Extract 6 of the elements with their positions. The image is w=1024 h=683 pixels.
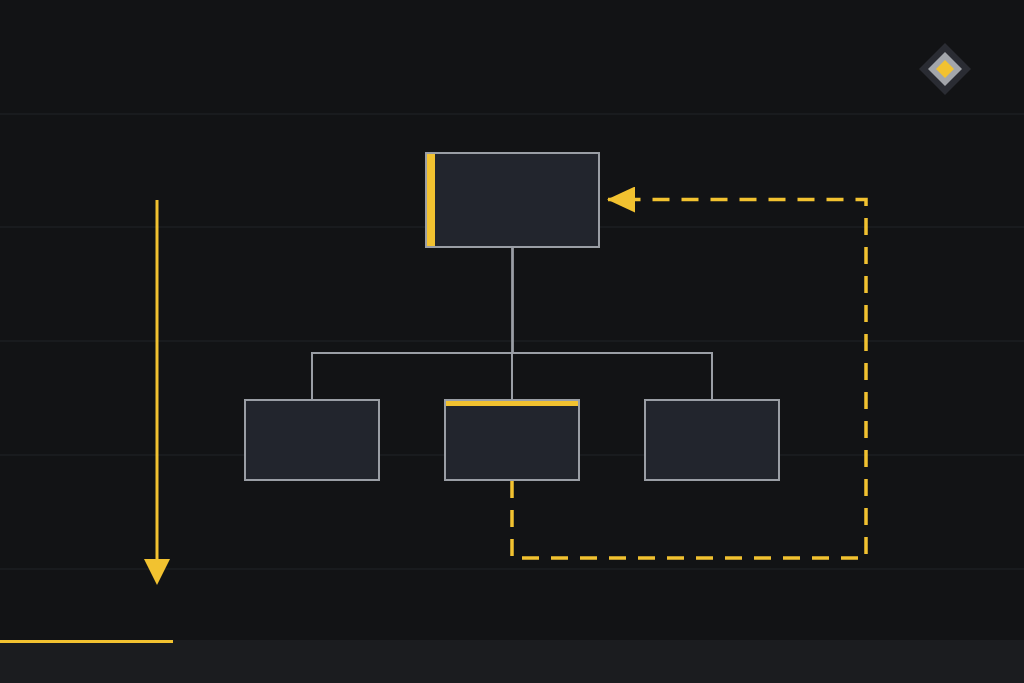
process-box [244,399,380,481]
dashed-arrow [510,186,868,560]
process-box [444,399,580,481]
connector-line [511,247,713,400]
process-box [425,152,600,248]
process-box [644,399,780,481]
